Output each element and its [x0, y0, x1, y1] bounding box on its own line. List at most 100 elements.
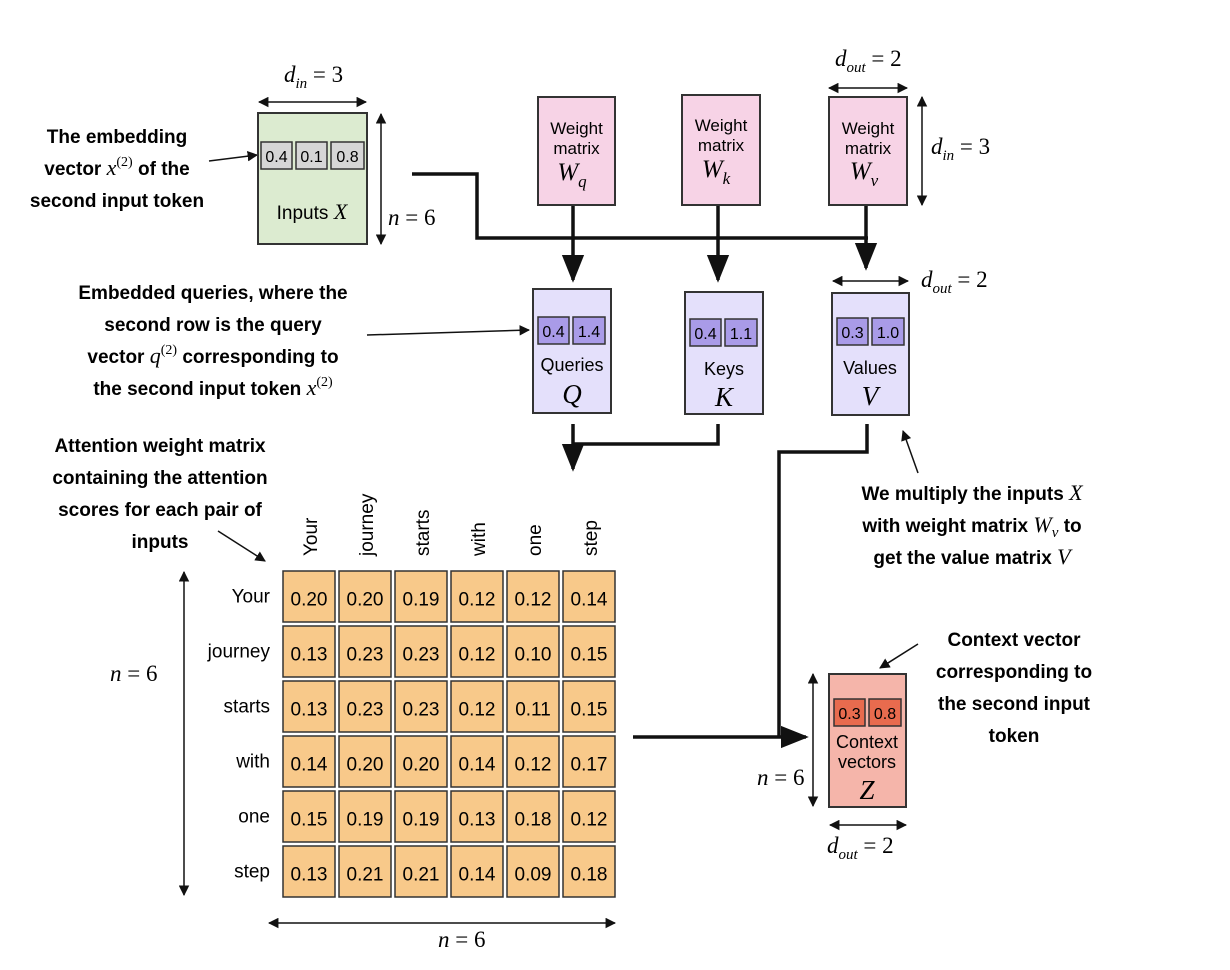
- attention-pointer: [217, 530, 266, 562]
- attention-value: 0.15: [571, 700, 608, 721]
- attention-cell: [562, 625, 616, 678]
- attention-cell: [338, 790, 392, 843]
- context-caption-2: vectors: [838, 752, 896, 772]
- annotation-attention: Attention weight matrix containing the a…: [52, 436, 267, 553]
- attention-value: 0.09: [515, 865, 552, 886]
- keys-cell-1: [724, 318, 758, 347]
- n-label-context: n = 6: [757, 765, 804, 790]
- wk-line1: Weight: [695, 116, 748, 135]
- annotation-multiply: We multiply the inputs X with weight mat…: [861, 480, 1084, 569]
- din-label-inputs: din = 3: [284, 62, 343, 92]
- keys-symbol: K: [714, 382, 735, 412]
- input-value-0: 0.4: [265, 149, 287, 166]
- attention-value: 0.18: [515, 810, 552, 831]
- attention-value: 0.19: [347, 810, 384, 831]
- attention-cell: [394, 680, 448, 733]
- attention-value: 0.21: [347, 865, 384, 886]
- attention-value: 0.13: [291, 865, 328, 886]
- dimension-labels: din = 3 n = 6 dout = 2 din = 3 dout = 2 …: [110, 46, 990, 952]
- attention-cell: [562, 845, 616, 898]
- embedding-line-2: vector x(2) of the: [44, 155, 189, 180]
- annotation-queries: Embedded queries, where the second row i…: [78, 283, 347, 400]
- input-value-2: 0.8: [336, 149, 358, 166]
- attention-column-label: starts: [413, 510, 434, 556]
- values-frame: [831, 292, 910, 416]
- qk-merge-line: [571, 424, 720, 446]
- n-label-inputs: n = 6: [388, 205, 435, 230]
- queries-value-1: 1.4: [578, 324, 600, 341]
- attention-cell: [282, 735, 336, 788]
- dimension-arrows: [178, 82, 928, 929]
- queries-frame: [532, 288, 612, 414]
- attention-cell: [450, 845, 504, 898]
- context-box: 0.3 0.8 Context vectors Z: [828, 673, 907, 808]
- context-cell-1: [868, 698, 902, 727]
- n-label-attention-bottom: n = 6: [438, 927, 485, 952]
- attention-column-label: one: [525, 524, 546, 556]
- attention-value: 0.18: [571, 865, 608, 886]
- attention-cell: [394, 735, 448, 788]
- attention-cell: [338, 735, 392, 788]
- attention-ann-line-3: scores for each pair of: [58, 500, 262, 521]
- attention-row-label: one: [238, 807, 270, 828]
- attention-cell: [450, 790, 504, 843]
- context-value-1: 0.8: [874, 706, 896, 723]
- attention-value: 0.12: [515, 590, 552, 611]
- values-cell-1: [871, 317, 905, 346]
- attention-cell: [562, 735, 616, 788]
- attention-cell: [562, 790, 616, 843]
- attention-row-label: Your: [232, 587, 271, 608]
- weight-matrix-wq: Weight matrix Wq: [537, 96, 616, 206]
- annotation-embedding: The embedding vector x(2) of the second …: [30, 127, 204, 212]
- attention-column-label: with: [469, 522, 490, 557]
- context-pointer: [879, 643, 919, 669]
- wk-symbol: Wk: [702, 156, 731, 188]
- attention-ann-line-2: containing the attention: [52, 468, 267, 489]
- attention-value: 0.20: [347, 755, 384, 776]
- attention-value: 0.20: [403, 755, 440, 776]
- values-cell-0: [836, 317, 869, 346]
- input-cell-1: [295, 141, 328, 170]
- wk-line2: matrix: [698, 136, 745, 155]
- n-label-attention-left: n = 6: [110, 661, 157, 686]
- embedding-pointer: [208, 150, 259, 162]
- wq-symbol: Wq: [557, 159, 587, 191]
- queries-ann-line-2: second row is the query: [104, 315, 322, 336]
- attention-cell: [282, 680, 336, 733]
- attention-cell: [506, 790, 560, 843]
- din-label-wv: din = 3: [931, 134, 990, 164]
- input-bus-line: [412, 172, 868, 240]
- queries-ann-line-1: Embedded queries, where the: [78, 283, 347, 304]
- attention-row-label: journey: [207, 642, 271, 663]
- attention-cell: [282, 625, 336, 678]
- wv-frame: [828, 96, 908, 206]
- attention-ann-line-4: inputs: [132, 532, 189, 553]
- attention-cell: [562, 680, 616, 733]
- attention-column-label: Your: [301, 517, 322, 556]
- context-symbol: Z: [859, 775, 875, 805]
- context-value-0: 0.3: [838, 706, 860, 723]
- dout-label-context: dout = 2: [827, 833, 894, 863]
- projection-boxes: 0.4 1.4 Queries Q 0.4 1.1 Keys K 0.3 1.0…: [532, 288, 910, 416]
- attention-value: 0.14: [459, 755, 496, 776]
- attention-cell: [562, 570, 616, 623]
- attention-value: 0.12: [459, 590, 496, 611]
- attention-cell: [506, 735, 560, 788]
- attention-cell: [450, 680, 504, 733]
- attention-value: 0.12: [459, 645, 496, 666]
- wq-frame: [537, 96, 616, 206]
- attention-value: 0.14: [571, 590, 608, 611]
- attention-value: 0.14: [459, 865, 496, 886]
- attention-cell: [394, 570, 448, 623]
- context-cell-0: [833, 698, 866, 727]
- wv-symbol: Wv: [850, 158, 879, 190]
- attention-value: 0.13: [291, 700, 328, 721]
- context-frame: [828, 673, 907, 808]
- attention-cell: [506, 680, 560, 733]
- keys-box: 0.4 1.1 Keys K: [684, 291, 764, 415]
- attention-ann-line-1: Attention weight matrix: [54, 436, 266, 457]
- weight-matrix-wv: Weight matrix Wv: [828, 96, 908, 206]
- keys-cell-0: [689, 318, 722, 347]
